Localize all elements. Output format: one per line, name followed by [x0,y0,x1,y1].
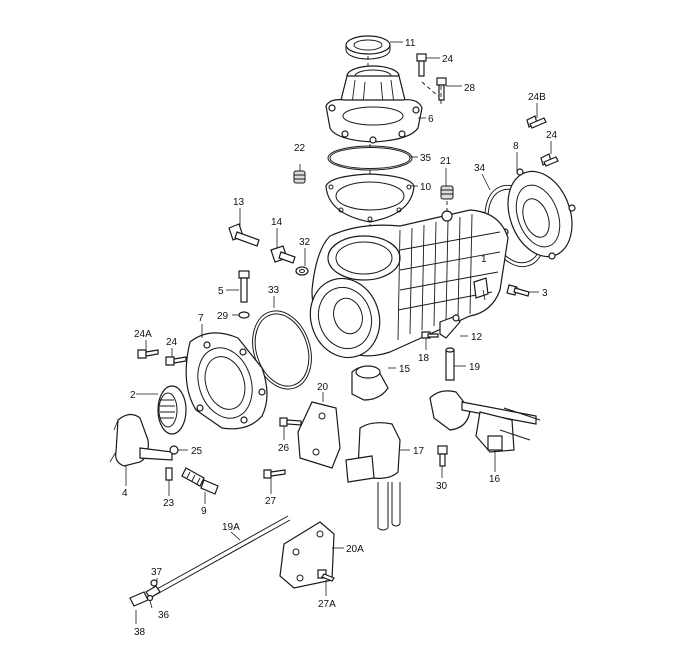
callout-24B: 24B [528,92,546,103]
callout-33: 33 [268,285,280,296]
leader-lines [125,41,552,624]
callout-21: 21 [440,156,452,167]
callout-labels: 11 24 28 6 24B 24 8 22 35 21 34 10 13 14… [122,38,558,638]
part-bearing-housing [325,65,423,144]
part-transmission-case [309,209,509,359]
part-gasket-10 [325,173,415,223]
part-o-ring-33 [252,310,312,390]
part-bolt-30 [437,445,448,467]
callout-13: 13 [233,197,245,208]
part-washer-32 [295,266,309,276]
callout-23: 23 [163,498,175,509]
callout-18: 18 [418,353,430,364]
callout-24: 24 [546,130,558,141]
callout-29: 29 [217,311,229,322]
part-bolt-24A [137,349,187,366]
part-seal-ring [345,35,391,60]
callout-27: 27 [265,496,277,507]
callout-15: 15 [399,364,411,375]
callout-11: 11 [405,38,416,49]
callout-3: 3 [542,288,548,299]
part-bolt-5 [238,270,250,319]
callout-26: 26 [278,443,290,454]
part-breather-21 [440,185,454,214]
callout-19A: 19A [222,522,240,533]
callout-34: 34 [474,163,486,174]
part-gearshift-housing-17 [345,422,401,531]
part-plug-22 [293,170,306,184]
part-spring-9 [181,467,219,495]
part-bolt-18 [421,331,439,339]
callout-36: 36 [158,610,170,621]
callout-20A: 20A [346,544,364,555]
callout-32: 32 [299,237,311,248]
part-plate-15 [351,365,389,401]
part-end-cover-8 [501,168,576,260]
part-selector-16 [429,390,541,453]
part-bolt-13 [228,223,260,247]
part-o-ring-35 [327,145,413,171]
callout-16: 16 [489,474,501,485]
callout-24A: 24A [134,329,152,340]
callout-25: 25 [191,446,203,457]
callout-28: 28 [464,83,476,94]
part-bolt-right [526,115,559,167]
callout-38: 38 [134,627,146,638]
part-bolt-top [416,53,447,101]
part-lever-12 [439,314,461,339]
callout-6: 6 [428,114,434,125]
part-sleeve-2 [157,385,187,435]
part-front-cover-7 [185,332,268,430]
part-bolt-27 [263,469,286,479]
callout-9: 9 [201,506,207,517]
part-plug-14 [270,245,296,264]
callout-24: 24 [442,54,454,65]
part-clip-23 [165,467,173,481]
callout-30: 30 [436,481,448,492]
callout-12: 12 [471,332,483,343]
callout-4: 4 [122,488,128,499]
callout-2: 2 [130,390,136,401]
callout-17: 17 [413,446,425,457]
callout-14: 14 [271,217,283,228]
part-bolt-26 [279,417,302,427]
callout-1: 1 [481,254,487,265]
part-bracket-20 [297,401,341,469]
callout-7: 7 [198,313,204,324]
part-cable-19A [129,515,291,607]
callout-37: 37 [151,567,163,578]
callout-19: 19 [469,362,481,373]
part-shaft-19 [445,347,455,381]
callout-35: 35 [420,153,432,164]
callout-8: 8 [513,141,519,152]
callout-24: 24 [166,337,178,348]
callout-10: 10 [420,182,432,193]
part-pin-25 [169,445,179,455]
callout-5: 5 [218,286,224,297]
part-bolt-27A [317,569,335,582]
callout-22: 22 [294,143,306,154]
callout-20: 20 [317,382,329,393]
part-bolt-3 [506,284,530,297]
callout-27A: 27A [318,599,336,610]
part-release-fork-4 [109,413,173,467]
